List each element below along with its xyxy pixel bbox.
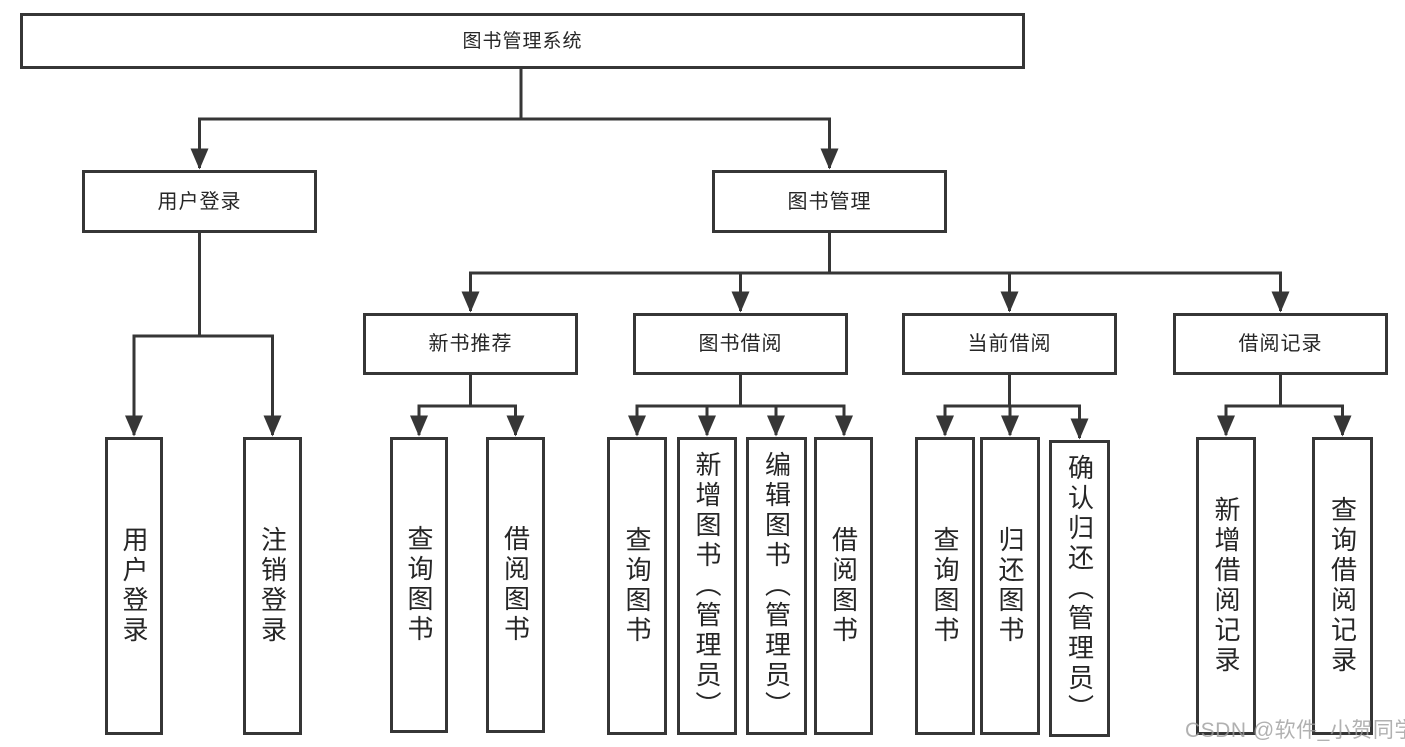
- leaf-br-query-record-label: 查询借阅记录: [1327, 496, 1358, 676]
- node-book-borrowing-label: 图书借阅: [698, 333, 783, 355]
- leaf-nbr-borrow-books: 借阅图书: [486, 437, 545, 733]
- leaf-bb-add-books-admin-label: 新增图书（管理员）: [692, 451, 723, 721]
- leaf-cb-query-books: 查询图书: [915, 437, 975, 735]
- leaf-br-add-record: 新增借阅记录: [1196, 437, 1256, 735]
- leaf-nbr-query-books: 查询图书: [390, 437, 448, 733]
- leaf-bb-query-books-label: 查询图书: [622, 526, 653, 646]
- leaf-bb-borrow-books: 借阅图书: [814, 437, 873, 735]
- node-user-login: 用户登录: [82, 170, 317, 233]
- node-new-book-recommend: 新书推荐: [363, 313, 578, 375]
- node-book-management-label: 图书管理: [787, 190, 872, 213]
- leaf-br-query-record: 查询借阅记录: [1312, 437, 1373, 735]
- leaf-bb-edit-books-admin-label: 编辑图书（管理员）: [761, 451, 792, 721]
- node-user-login-label: 用户登录: [157, 190, 242, 213]
- leaf-user-login: 用户登录: [105, 437, 163, 735]
- node-current-borrowing-label: 当前借阅: [967, 333, 1052, 355]
- node-root-label: 图书管理系统: [462, 30, 583, 52]
- leaf-nbr-borrow-books-label: 借阅图书: [500, 525, 531, 645]
- node-current-borrowing: 当前借阅: [902, 313, 1117, 375]
- leaf-bb-edit-books-admin: 编辑图书（管理员）: [746, 437, 807, 735]
- csdn-watermark: CSDN @软件_小贺同学: [1185, 719, 1405, 742]
- leaf-cb-return-books: 归还图书: [980, 437, 1040, 735]
- leaf-logout-label: 注销登录: [257, 526, 288, 646]
- leaf-cb-confirm-return-admin: 确认归还（管理员）: [1049, 440, 1110, 737]
- leaf-cb-confirm-return-admin-label: 确认归还（管理员）: [1064, 453, 1095, 724]
- leaf-logout: 注销登录: [243, 437, 302, 735]
- leaf-bb-borrow-books-label: 借阅图书: [828, 526, 859, 646]
- leaf-bb-query-books: 查询图书: [607, 437, 667, 735]
- leaf-user-login-label: 用户登录: [119, 526, 150, 646]
- node-borrowing-records: 借阅记录: [1173, 313, 1388, 375]
- leaf-cb-return-books-label: 归还图书: [995, 526, 1026, 646]
- leaf-br-add-record-label: 新增借阅记录: [1211, 496, 1242, 676]
- leaf-bb-add-books-admin: 新增图书（管理员）: [677, 437, 737, 735]
- node-borrowing-records-label: 借阅记录: [1238, 333, 1323, 355]
- node-book-management: 图书管理: [712, 170, 947, 233]
- node-new-book-recommend-label: 新书推荐: [428, 333, 513, 355]
- leaf-cb-query-books-label: 查询图书: [930, 526, 961, 646]
- leaf-nbr-query-books-label: 查询图书: [404, 525, 435, 645]
- node-book-borrowing: 图书借阅: [633, 313, 848, 375]
- node-root: 图书管理系统: [20, 13, 1025, 69]
